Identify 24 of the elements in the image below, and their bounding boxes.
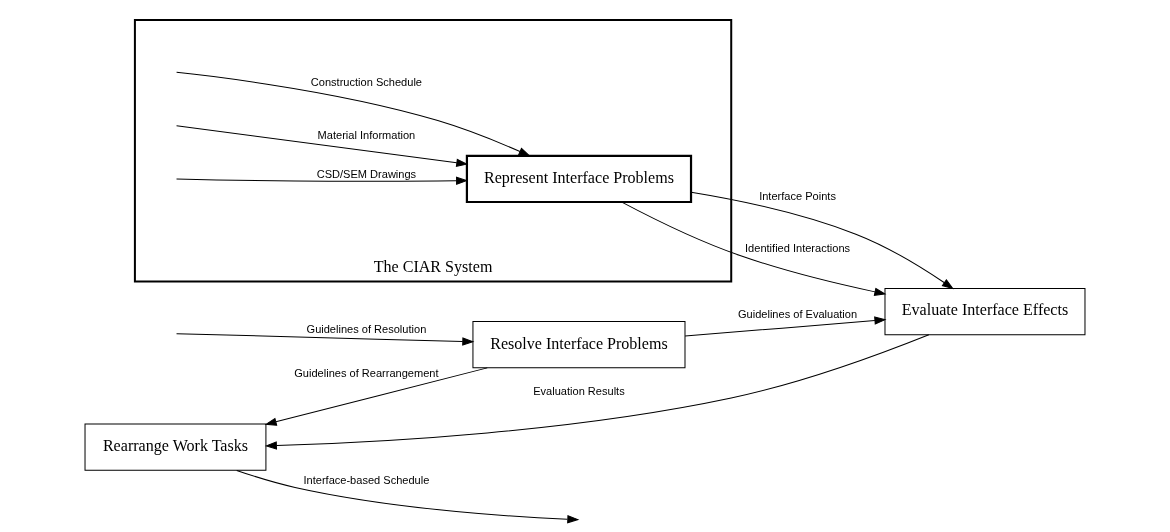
arrow xyxy=(265,367,488,426)
arrow xyxy=(176,333,474,346)
arrow xyxy=(176,176,468,185)
arrow xyxy=(265,334,930,450)
edge-label: Guidelines of Resolution xyxy=(306,323,427,336)
edge-label: Interface Points xyxy=(759,189,836,202)
edge-label: Guidelines of Evaluation xyxy=(737,308,858,321)
edge-label: Construction Schedule xyxy=(310,76,422,89)
node-box: Represent Interface Problems xyxy=(465,154,693,204)
node-box: Rearrange Work Tasks xyxy=(84,423,267,471)
arrow xyxy=(684,316,886,337)
arrow xyxy=(690,191,954,289)
edge-label: Identified Interactions xyxy=(745,242,851,255)
edge-label: Material Information xyxy=(317,128,416,141)
arrow xyxy=(176,71,530,157)
edge-label: Evaluation Results xyxy=(533,384,625,397)
arrow xyxy=(236,469,579,524)
edge-label: Guidelines of Rearrangement xyxy=(294,366,439,379)
arrow xyxy=(621,201,886,296)
edge-label: Interface-based Schedule xyxy=(303,474,430,487)
edge-label: CSD/SEM Drawings xyxy=(316,167,417,180)
arrow xyxy=(176,125,468,167)
node-box: Evaluate Interface Effects xyxy=(884,287,1086,336)
node-box: Resolve Interface Problems xyxy=(472,321,686,369)
